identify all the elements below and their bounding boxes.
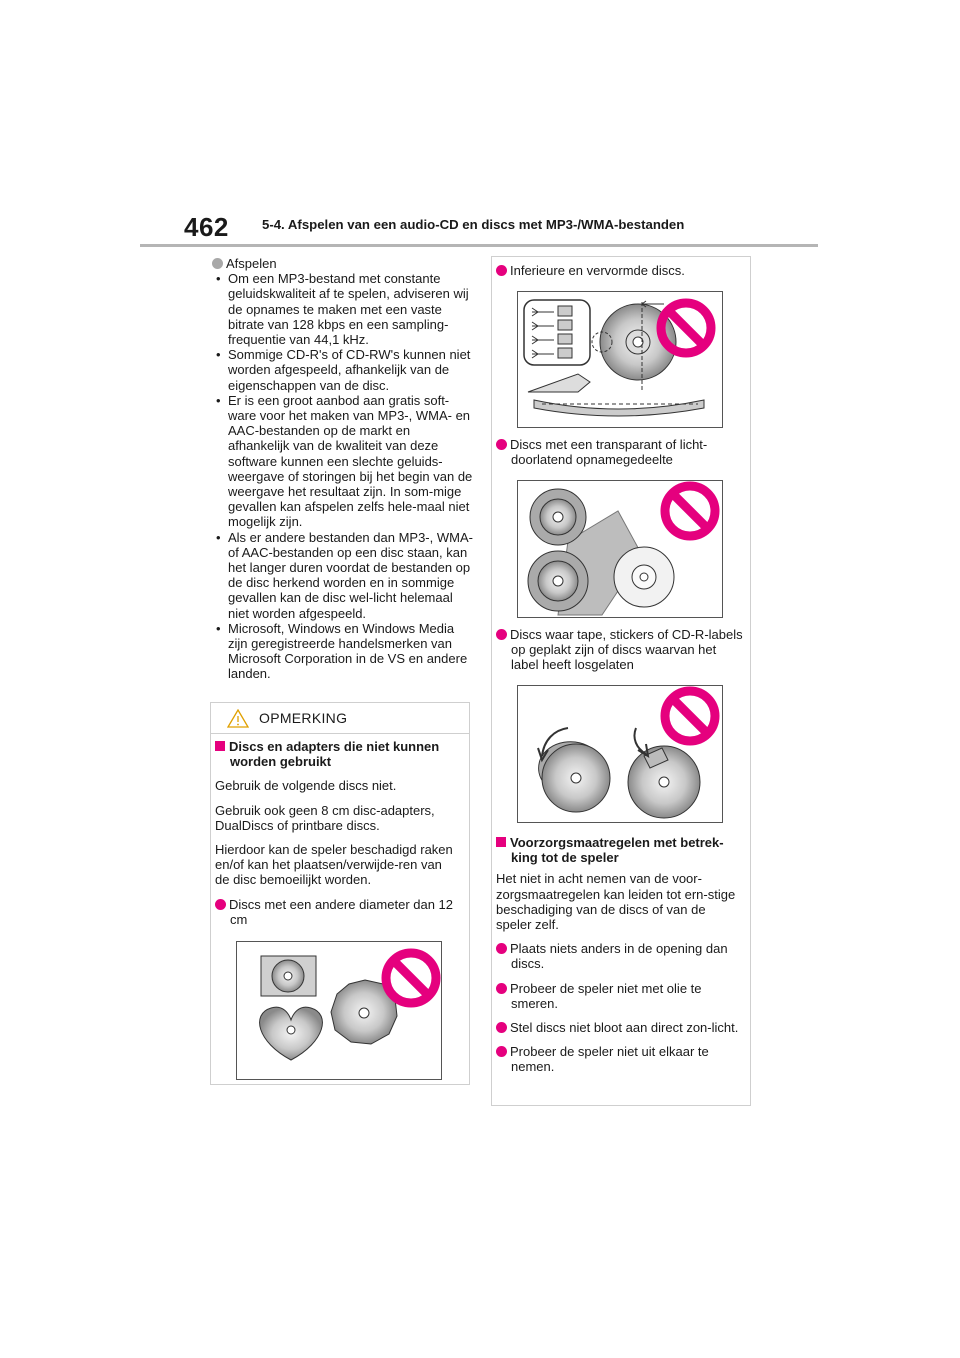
pink-bullet-icon <box>496 265 507 276</box>
pink-bullet-icon <box>496 982 507 994</box>
note-title: OPMERKING <box>259 710 348 726</box>
list-item: Sommige CD-R's of CD-RW's kunnen niet wo… <box>212 347 474 393</box>
note-box: OPMERKING Discs en adapters die niet kun… <box>210 702 470 1085</box>
precautions-section: Voorzorgsmaatregelen met betrek-king tot… <box>496 835 744 1075</box>
tape-discs-illustration <box>537 686 720 819</box>
list-item: Er is een groot aanbod aan gratis soft-w… <box>212 393 474 530</box>
chapter-title: 5-4. Afspelen van een audio-CD en discs … <box>262 217 685 232</box>
list-item: Microsoft, Windows en Windows Media zijn… <box>212 621 474 682</box>
list-item: Om een MP3-bestand met constante geluids… <box>212 271 474 347</box>
pink-bullet-icon <box>215 898 226 910</box>
pink-bullet-icon <box>496 943 507 955</box>
precaution-item: Stel discs niet bloot aan direct zon-lic… <box>510 1020 739 1036</box>
square-bullet-icon <box>496 837 506 847</box>
figure-tape-discs <box>517 685 723 823</box>
bullet-tape: Discs waar tape, stickers of CD-R-labels… <box>510 627 743 673</box>
transparent-discs-illustration <box>527 481 720 616</box>
bullet-inferior: Inferieure en vervormde discs. <box>510 263 685 278</box>
figure-diameter-discs <box>236 941 442 1080</box>
figure-transparent-discs <box>517 480 723 618</box>
afspelen-heading: Afspelen <box>226 256 277 271</box>
pink-bullet-icon <box>496 629 507 640</box>
precautions-text: Het niet in acht nemen van de voor-zorgs… <box>496 871 736 933</box>
note-para3: Hierdoor kan de speler beschadigd raken … <box>215 842 453 888</box>
right-box: Inferieure en vervormde discs. <box>491 256 751 1106</box>
pink-bullet-icon <box>496 1022 507 1034</box>
header-rule <box>140 244 818 247</box>
note-body: Discs en adapters die niet kunnen worden… <box>215 739 459 927</box>
list-item: Als er andere bestanden dan MP3-, WMA- o… <box>212 530 474 621</box>
figure-inferior-discs <box>517 291 723 428</box>
afspelen-section: Afspelen Om een MP3-bestand met constant… <box>212 256 474 682</box>
note-section-heading: Discs en adapters die niet kunnen worden… <box>229 739 440 770</box>
precautions-heading: Voorzorgsmaatregelen met betrek-king tot… <box>510 835 724 866</box>
inferior-discs-illustration <box>523 298 716 417</box>
note-para1: Gebruik de volgende discs niet. <box>215 778 397 794</box>
precaution-item: Probeer de speler niet uit elkaar te nem… <box>510 1044 709 1075</box>
diameter-discs-illustration <box>259 948 441 1061</box>
pink-bullet-icon <box>496 439 507 450</box>
page-number: 462 <box>184 212 229 242</box>
square-bullet-icon <box>215 741 225 751</box>
note-header: OPMERKING <box>211 703 469 734</box>
afspelen-list: Om een MP3-bestand met constante geluids… <box>212 271 474 681</box>
grey-bullet-icon <box>212 258 223 269</box>
pink-bullet-icon <box>496 1046 507 1058</box>
precaution-item: Plaats niets anders in de opening dan di… <box>510 941 728 972</box>
bullet-transparent: Discs met een transparant of licht-doorl… <box>510 437 708 468</box>
bullet-diameter: Discs met een andere diameter dan 12 cm <box>229 896 454 927</box>
note-para2: Gebruik ook geen 8 cm disc-adapters, Dua… <box>215 802 435 833</box>
warning-icon <box>227 709 249 728</box>
precaution-item: Probeer de speler niet met olie te smere… <box>510 980 702 1011</box>
